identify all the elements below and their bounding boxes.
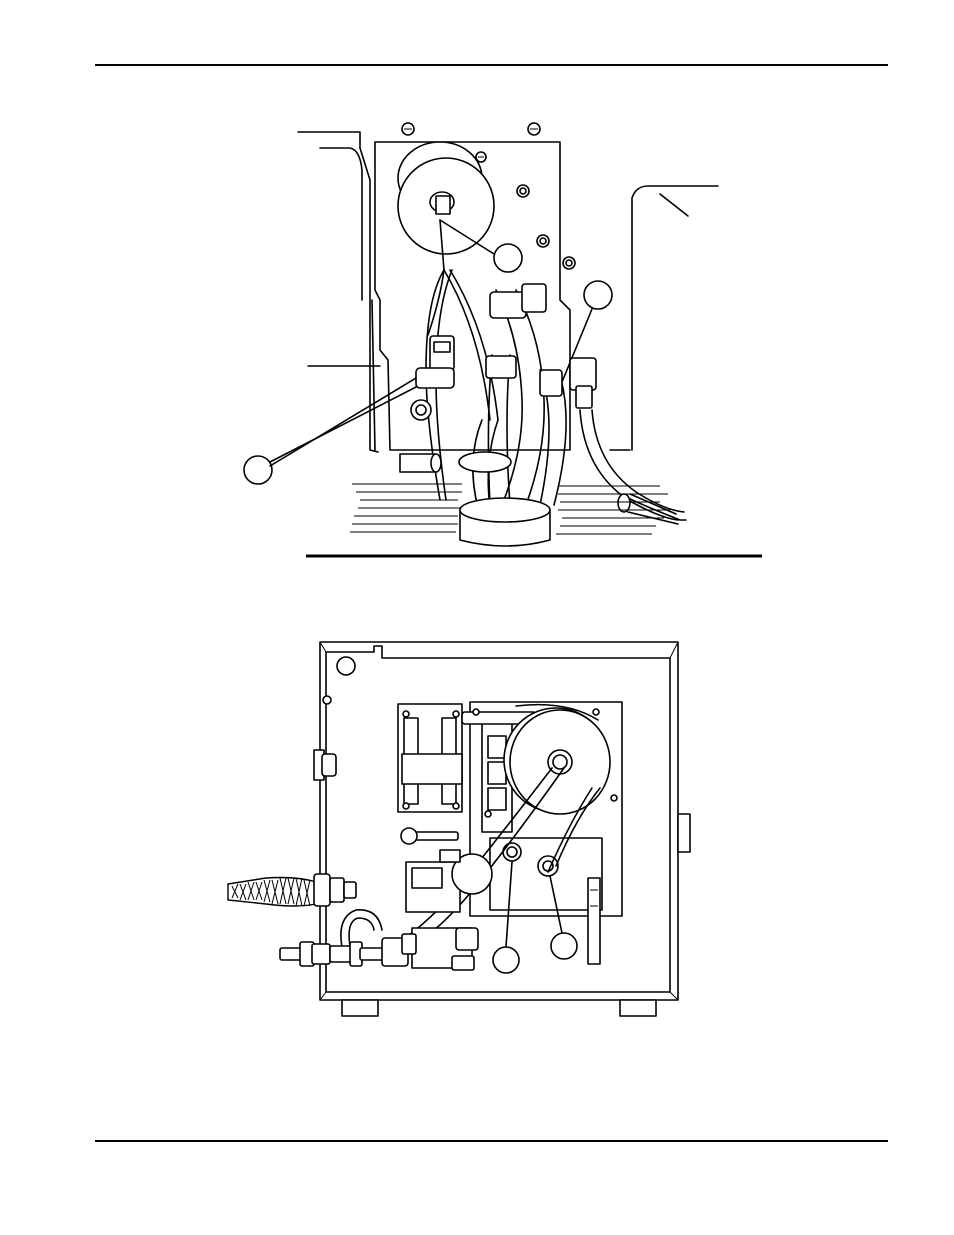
relay-panel: [397, 703, 463, 813]
inlet-fitting: [279, 933, 417, 967]
left-elbow-fitting: [410, 335, 455, 421]
vent-louvers: [350, 483, 670, 535]
filter-bowl: [397, 141, 495, 336]
callout-circle-3: [243, 455, 273, 485]
hose-assembly-drawing: [243, 122, 762, 558]
footer-rule: [95, 1140, 888, 1142]
mounting-plate: [374, 141, 571, 451]
pipe-stub: [399, 453, 442, 473]
pump-drum: [503, 703, 611, 815]
upper-elbow-fitting: [485, 283, 597, 409]
elbow-loop-hose: [340, 909, 383, 957]
figure-top-hose-assembly: [240, 120, 780, 570]
braided-cable: [227, 873, 357, 907]
header-rule: [95, 64, 888, 66]
hose-collar: [458, 451, 551, 547]
vertical-bar: [587, 877, 601, 965]
figure-side-view-cabinet: [226, 638, 696, 1026]
right-side-panel: [631, 185, 719, 451]
mounting-screw-icon: [401, 122, 576, 270]
cabinet-feet: [341, 999, 657, 1017]
callout-circle-4: [492, 946, 520, 974]
callout-circle-1: [493, 243, 523, 273]
callout-circle-5: [550, 932, 578, 960]
corner-knob-icon: [336, 656, 356, 676]
callout-circle-2: [583, 280, 613, 310]
cabinet-side-drawing: [227, 641, 691, 1017]
side-connector: [313, 749, 337, 781]
solenoid-valve: [400, 827, 493, 971]
right-bracket: [677, 813, 691, 853]
